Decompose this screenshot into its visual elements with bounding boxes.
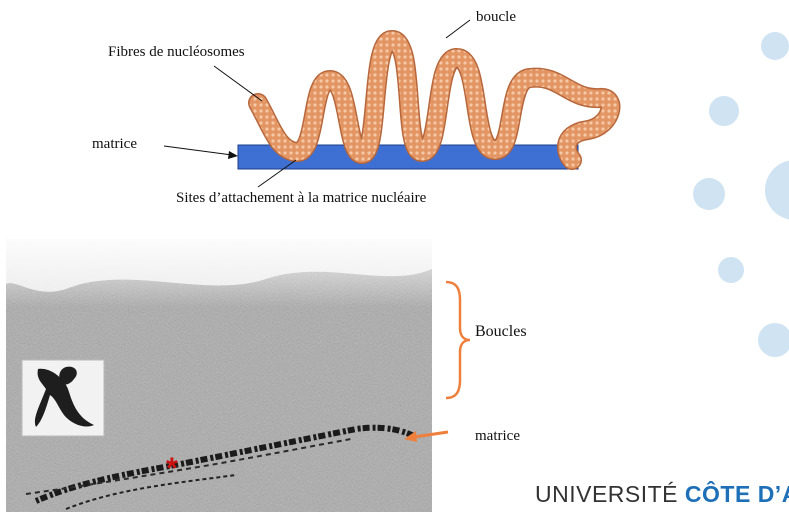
- matrix-label: matrice: [92, 136, 137, 153]
- decorative-dot: [709, 96, 739, 126]
- logo-bold-text: CÔTE D’A: [685, 481, 789, 507]
- matrix-arrow-head: [228, 151, 238, 159]
- asterisk-marker: *: [166, 452, 178, 486]
- loops-bracket: [440, 278, 480, 403]
- decorative-dot: [758, 323, 789, 357]
- micrograph-matrix-label: matrice: [475, 428, 520, 445]
- fiber-leader-line: [214, 66, 262, 101]
- loop-label: boucle: [476, 9, 516, 26]
- decorative-dot: [718, 257, 744, 283]
- attachment-sites-label: Sites d’attachement à la matrice nucléai…: [176, 190, 426, 207]
- matrix-arrow: [398, 424, 450, 446]
- fiber-label: Fibres de nucléosomes: [108, 44, 245, 61]
- university-logo: UNIVERSITÉ CÔTE D’A: [535, 481, 789, 508]
- loops-label: Boucles: [475, 323, 527, 341]
- electron-micrograph: [6, 239, 432, 512]
- decorative-dot: [761, 32, 789, 60]
- logo-light-text: UNIVERSITÉ: [535, 481, 685, 507]
- matrix-arrow-line: [164, 146, 232, 155]
- decorative-dot: [765, 160, 789, 220]
- loop-leader-line: [446, 20, 470, 38]
